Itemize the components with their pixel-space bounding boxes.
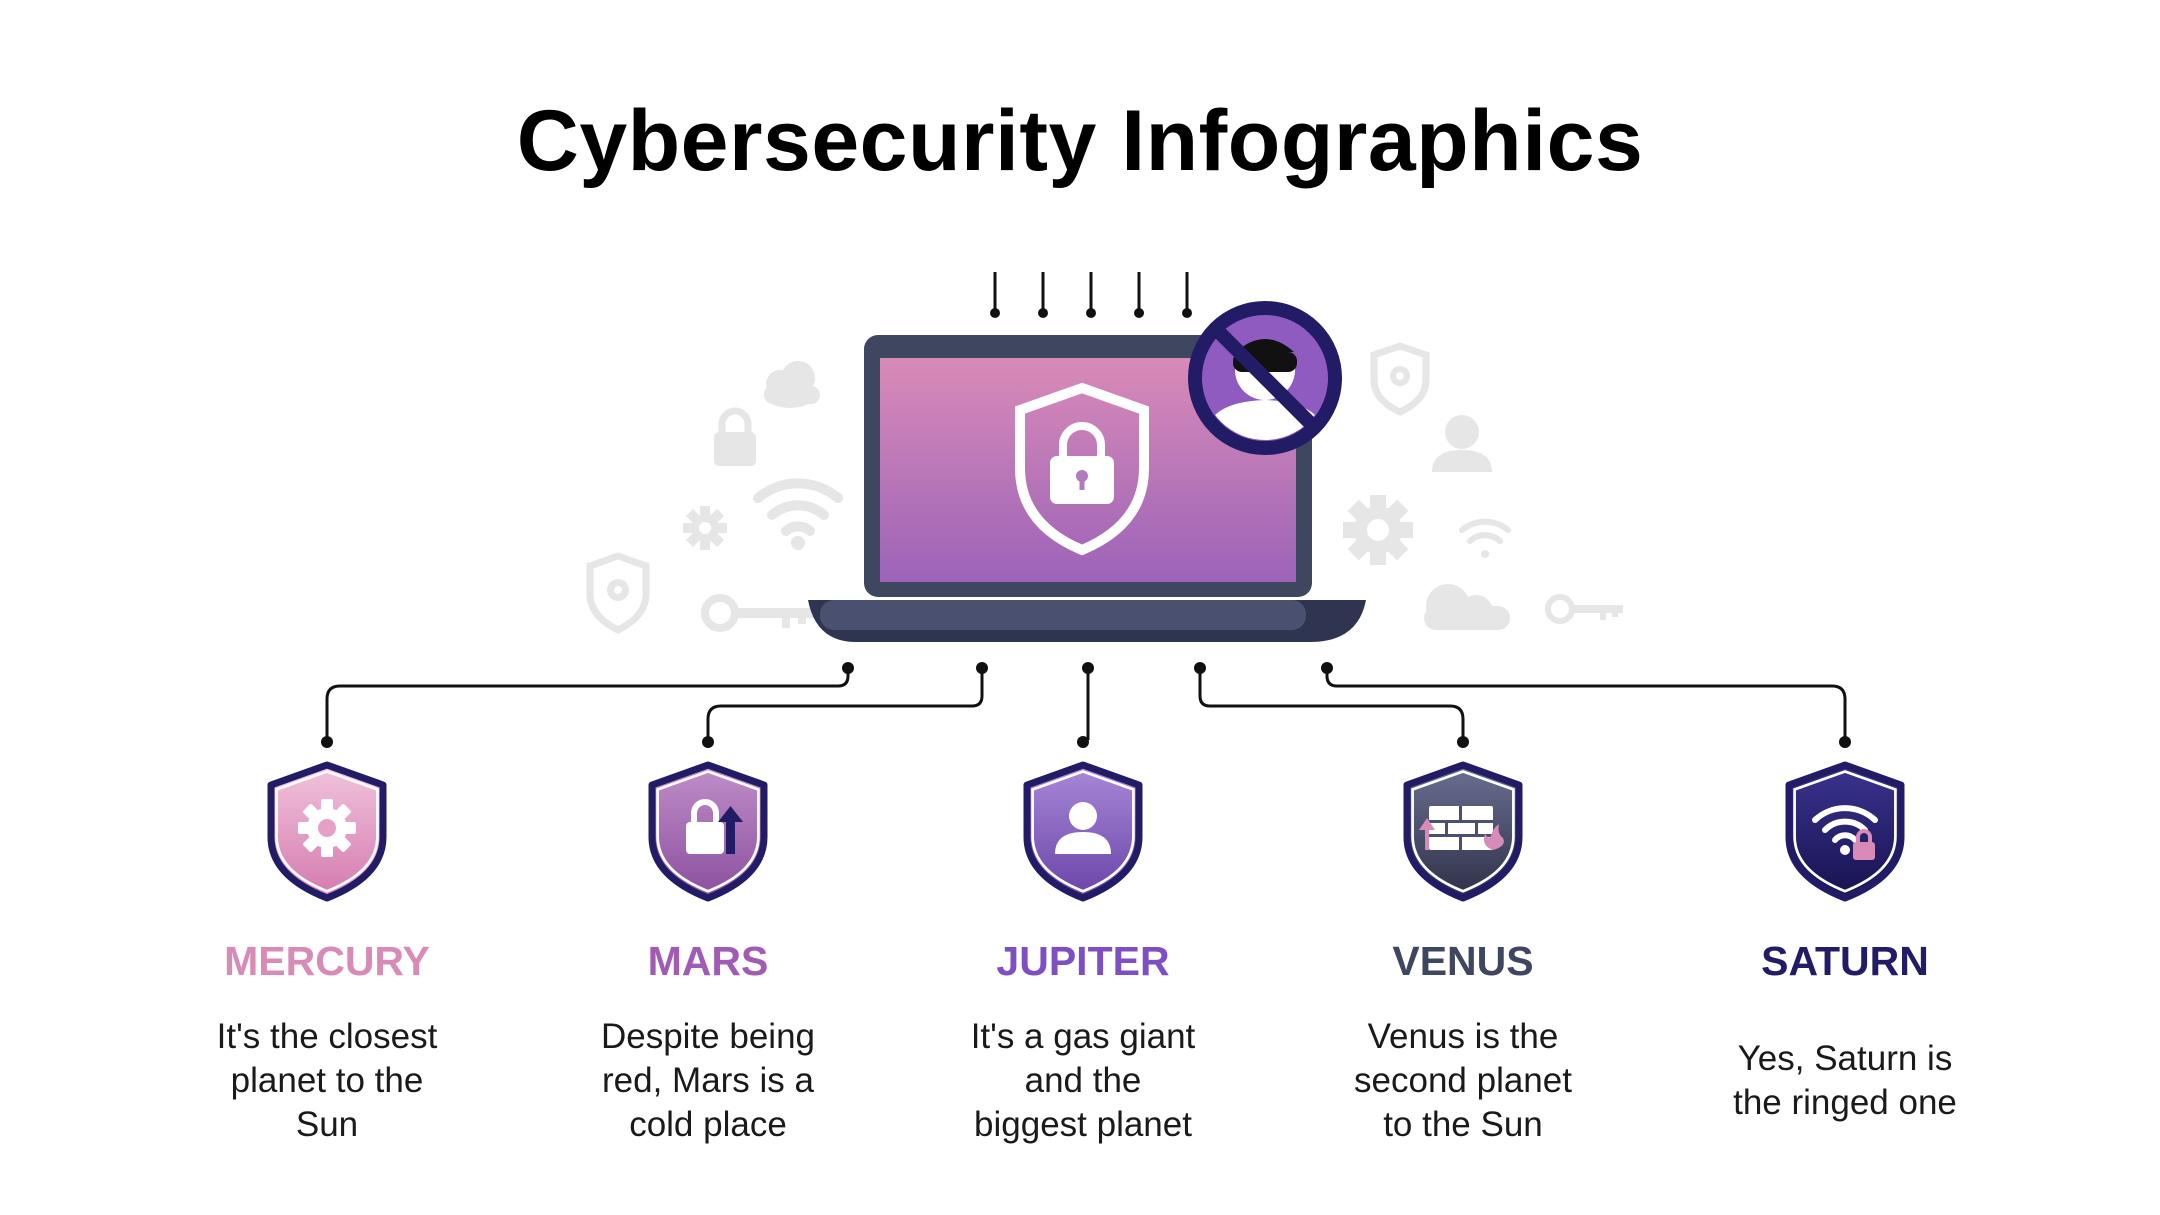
page-title: Cybersecurity Infographics	[516, 93, 1644, 189]
connector-start-dot	[976, 662, 988, 674]
shield-mercury	[267, 761, 387, 902]
shield-gear-icon	[586, 552, 650, 634]
wifi-icon	[1459, 518, 1511, 558]
cloud-icon	[1424, 584, 1510, 630]
connector-start-dot	[1321, 662, 1333, 674]
connector-end-dot	[1839, 736, 1851, 748]
user-icon	[1055, 802, 1111, 854]
connector-end-dot	[1077, 736, 1089, 748]
connector-start-dot	[842, 662, 854, 674]
item-name-mars: MARS	[647, 938, 769, 984]
key-icon	[701, 594, 814, 632]
key-icon	[1545, 594, 1623, 624]
connector-start-dot	[1194, 662, 1206, 674]
gear-icon	[1343, 495, 1413, 565]
lock-icon	[714, 407, 756, 466]
connector-start-dot	[1082, 662, 1094, 674]
wifi-icon	[753, 478, 843, 550]
item-desc-saturn: Yes, Saturn is the ringed one	[1733, 1039, 1957, 1122]
item-desc-mars: Despite being red, Mars is a cold place	[600, 1017, 816, 1144]
connector-dots	[321, 662, 1851, 748]
connectors	[325, 670, 1847, 740]
shield-saturn	[1785, 761, 1905, 902]
firewall-icon	[1419, 806, 1504, 850]
connector-saturn	[1325, 670, 1847, 740]
gear-icon	[683, 506, 727, 550]
lock-upload-icon	[686, 799, 743, 854]
gear-icon	[298, 799, 356, 857]
shield-gear-icon	[1370, 342, 1430, 416]
cloud-icon	[764, 361, 820, 408]
shield-jupiter	[1023, 761, 1143, 902]
item-desc-venus: Venus is the second planet to the Sun	[1354, 1017, 1572, 1144]
shield-venus	[1403, 761, 1523, 902]
connector-venus	[1198, 670, 1465, 740]
decor-right	[1343, 342, 1623, 630]
item-shields	[267, 761, 1905, 902]
connector-end-dot	[321, 736, 333, 748]
user-icon	[1432, 415, 1492, 472]
item-name-jupiter: JUPITER	[996, 938, 1170, 984]
item-name-saturn: SATURN	[1761, 938, 1929, 984]
connector-mercury	[325, 670, 850, 740]
incoming-lines	[990, 272, 1192, 318]
connector-end-dot	[1457, 736, 1469, 748]
shield-mars	[648, 761, 768, 902]
item-name-venus: VENUS	[1392, 938, 1534, 984]
decor-left	[586, 361, 843, 634]
item-name-mercury: MERCURY	[224, 938, 430, 984]
no-hacker-icon	[1188, 301, 1342, 455]
connector-end-dot	[702, 736, 714, 748]
wifi-lock-icon	[1812, 805, 1878, 860]
shield-lock-icon	[1015, 382, 1149, 556]
item-desc-jupiter: It's a gas giant and the biggest planet	[970, 1017, 1196, 1144]
item-desc-mercury: It's the closest planet to the Sun	[216, 1017, 438, 1144]
connector-mars	[706, 670, 984, 740]
